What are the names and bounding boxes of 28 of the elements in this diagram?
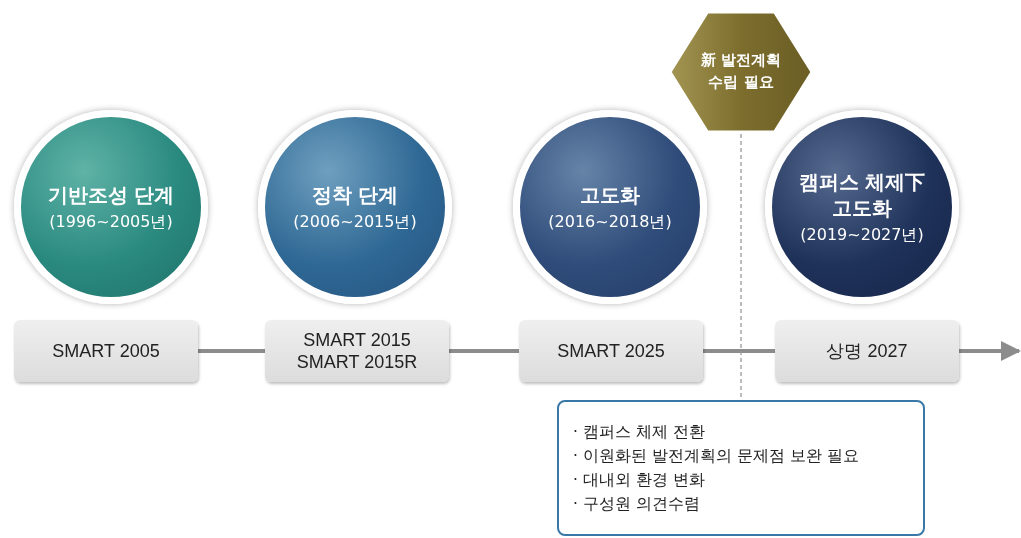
- plan-name: SMART 2005: [52, 339, 160, 363]
- bullet-item: · 이원화된 발전계획의 문제점 보완 필요: [573, 446, 859, 467]
- plan-name: SMART 2015: [303, 328, 411, 351]
- phase-title: 캠퍼스 체제下 고도화: [797, 168, 927, 221]
- phase-period: (2006~2015년): [293, 211, 417, 233]
- phase-period: (2019~2027년): [800, 224, 924, 246]
- plan-box: [519, 320, 703, 382]
- plan-name: SMART 2025: [557, 339, 665, 363]
- phase-title: 정착 단계: [311, 181, 399, 208]
- timeline-line: [703, 349, 775, 353]
- note-box: [557, 400, 925, 536]
- bullet-item: · 구성원 의견수렴: [573, 494, 700, 515]
- plan-box: [775, 320, 959, 382]
- bullet-item: · 대내외 환경 변화: [573, 470, 705, 491]
- plan-box: [14, 320, 198, 382]
- timeline-line: [449, 349, 519, 353]
- phase-title: 기반조성 단계: [47, 181, 175, 208]
- phase-title: 고도화: [580, 181, 640, 208]
- plan-box: [265, 320, 449, 382]
- bullet-item: · 캠퍼스 체제 전환: [573, 421, 705, 443]
- timeline-line: [198, 349, 265, 353]
- arrow: [959, 341, 1021, 361]
- plan-name: SMART 2015R: [296, 351, 418, 374]
- hexagon-badge: [668, 10, 814, 134]
- phase-period: (1996~2005년): [49, 211, 173, 233]
- plan-name: 상명 2027: [826, 339, 908, 363]
- badge-text: 新 발전계획 수립 필요: [699, 50, 783, 93]
- phase-period: (2016~2018년): [548, 211, 672, 233]
